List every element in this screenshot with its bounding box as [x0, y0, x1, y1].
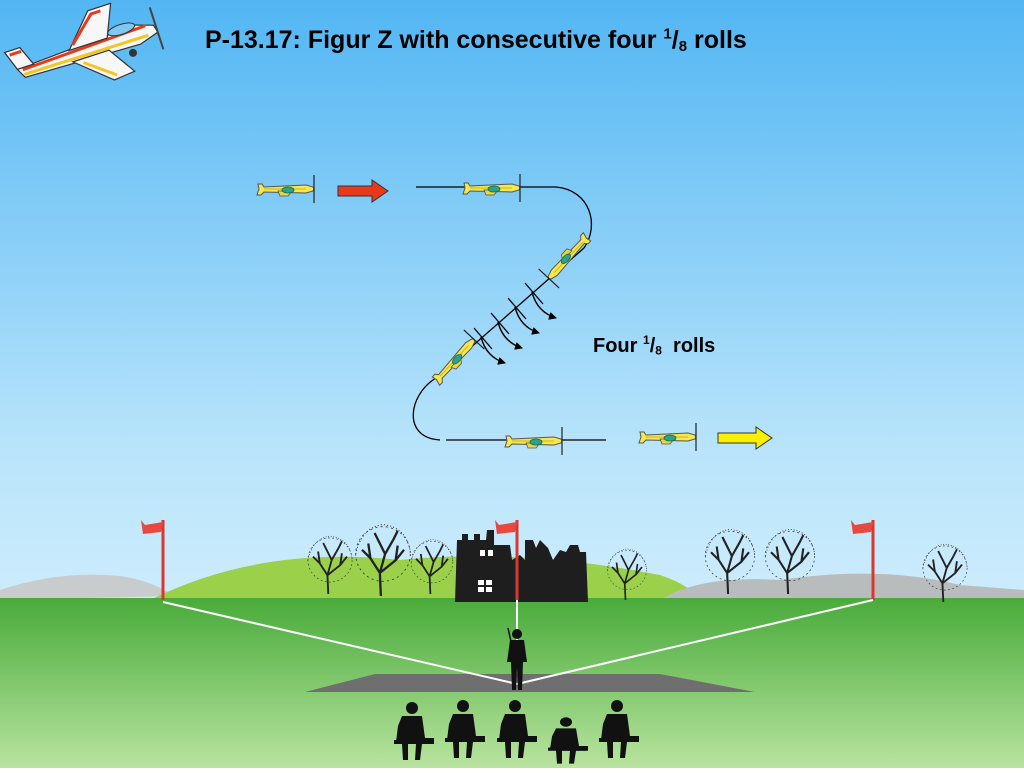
sky [0, 0, 1024, 600]
roll-markers [473, 282, 544, 350]
rolls-annotation: Four 1/8 rolls [593, 333, 716, 358]
pilot [507, 627, 527, 690]
entry-arrow-icon [337, 179, 389, 203]
hill-right [660, 573, 1024, 600]
roll-arrows [480, 291, 557, 365]
castle-ruin [455, 530, 588, 602]
figure-title: P-13.17: Figur Z with consecutive four 1… [205, 25, 747, 55]
runway [305, 674, 755, 692]
logo-plane-icon [3, 2, 165, 81]
hill-left [0, 574, 175, 600]
exit-arrow-icon [717, 426, 773, 450]
